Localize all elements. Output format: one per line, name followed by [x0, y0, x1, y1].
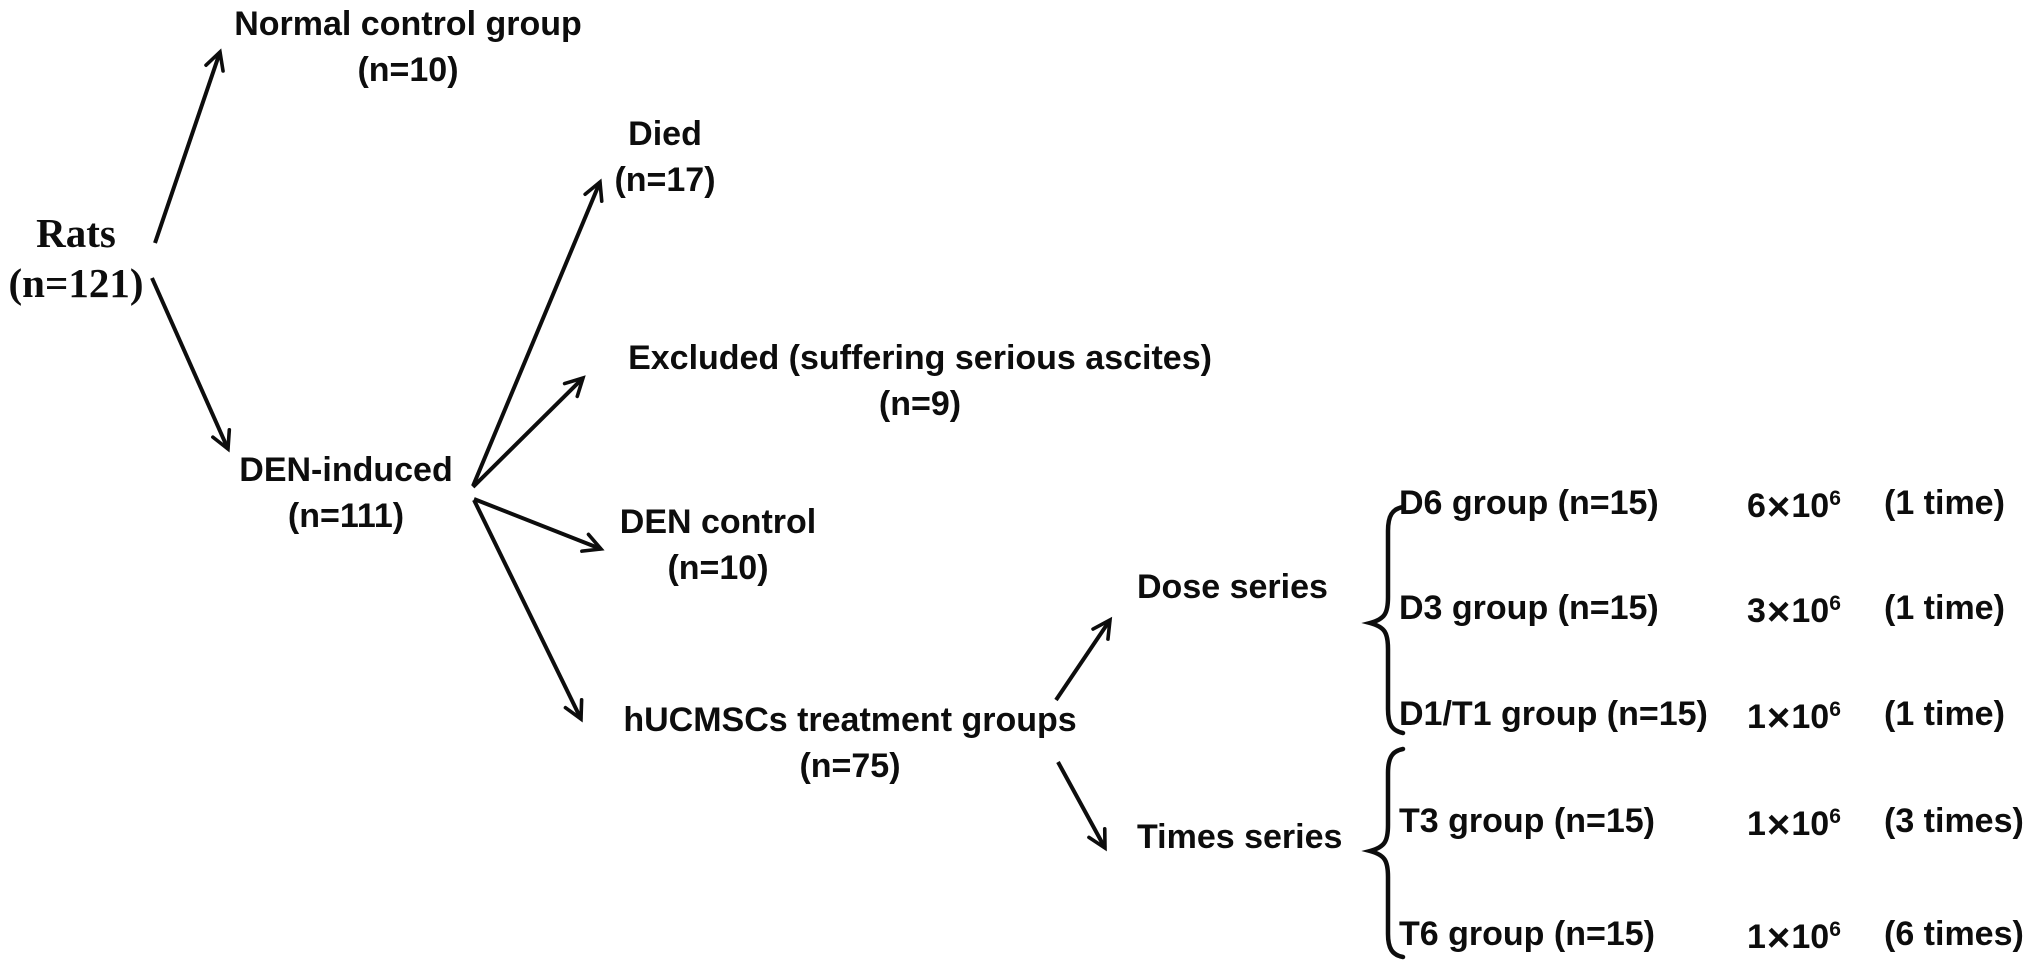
- group-label: D1/T1 group (n=15): [1399, 695, 1708, 733]
- dose-base: 10: [1791, 917, 1830, 956]
- dose-note: (1 time): [1884, 589, 2005, 627]
- dose-base: 10: [1791, 486, 1830, 525]
- dose-value: 6×106: [1747, 484, 1841, 530]
- arrow-hucmscs-to-times-series: [1056, 761, 1107, 852]
- dose-note: (1 time): [1884, 695, 2005, 733]
- node-den-control-title: DEN control: [619, 503, 817, 541]
- arrow-den-to-den-control: [473, 497, 605, 553]
- node-died-title: Died: [628, 115, 702, 153]
- arrow-hucmscs-to-dose-series: [1054, 616, 1113, 702]
- arrow-rats-to-den-induced: [150, 277, 232, 453]
- arrow-den-to-died: [471, 178, 604, 487]
- node-hucmscs-treatment-groups: hUCMSCs treatment groups (n=75): [623, 698, 1076, 789]
- dose-value: 1×106: [1747, 915, 1841, 961]
- node-excluded-title: Excluded (suffering serious ascites): [628, 339, 1212, 377]
- multiply-sign: ×: [1766, 802, 1791, 847]
- multiply-sign: ×: [1766, 589, 1791, 634]
- dose-exponent: 6: [1829, 805, 1841, 829]
- label-dose-series: Dose series: [1137, 568, 1328, 606]
- node-excluded-count: (n=9): [878, 384, 962, 423]
- label-times-series: Times series: [1137, 818, 1343, 856]
- dose-value: 3×106: [1747, 589, 1841, 635]
- dose-coefficient: 3: [1747, 591, 1766, 630]
- node-rats-count: (n=121): [8, 260, 144, 307]
- node-excluded: Excluded (suffering serious ascites) (n=…: [628, 336, 1212, 427]
- node-hucmscs-title: hUCMSCs treatment groups: [623, 701, 1077, 739]
- node-rats: Rats (n=121): [9, 208, 144, 308]
- node-den-induced-title: DEN-induced: [239, 451, 453, 489]
- node-hucmscs-count: (n=75): [799, 746, 901, 785]
- dose-value: 1×106: [1747, 695, 1841, 741]
- dose-exponent: 6: [1829, 918, 1841, 942]
- node-den-induced: DEN-induced (n=111): [239, 448, 452, 539]
- dose-exponent: 6: [1829, 698, 1841, 722]
- dose-value: 1×106: [1747, 802, 1841, 848]
- node-normal-control-title: Normal control group: [234, 5, 582, 43]
- arrow-den-to-excluded: [471, 375, 586, 489]
- times-series-brace: [1361, 746, 1406, 960]
- dose-base: 10: [1791, 804, 1830, 843]
- group-label: D6 group (n=15): [1399, 484, 1659, 522]
- dose-base: 10: [1791, 697, 1830, 736]
- group-label: T6 group (n=15): [1399, 915, 1655, 953]
- dose-coefficient: 1: [1747, 804, 1766, 843]
- dose-note: (1 time): [1884, 484, 2005, 522]
- multiply-sign: ×: [1766, 695, 1791, 740]
- dose-exponent: 6: [1829, 592, 1841, 616]
- node-died-count: (n=17): [614, 160, 716, 199]
- multiply-sign: ×: [1766, 484, 1791, 529]
- dose-exponent: 6: [1829, 487, 1841, 511]
- node-rats-title: Rats: [36, 210, 116, 256]
- node-den-control: DEN control (n=10): [620, 500, 816, 591]
- node-normal-control-group: Normal control group (n=10): [234, 2, 582, 93]
- node-den-control-count: (n=10): [667, 548, 769, 587]
- node-died: Died (n=17): [614, 112, 715, 203]
- group-label: D3 group (n=15): [1399, 589, 1659, 627]
- multiply-sign: ×: [1766, 915, 1791, 960]
- node-den-induced-count: (n=111): [287, 496, 405, 535]
- node-normal-control-count: (n=10): [357, 50, 459, 89]
- dose-note: (3 times): [1884, 802, 2024, 840]
- dose-base: 10: [1791, 591, 1830, 630]
- dose-coefficient: 1: [1747, 697, 1766, 736]
- dose-series-brace: [1361, 504, 1406, 736]
- dose-coefficient: 6: [1747, 486, 1766, 525]
- dose-note: (6 times): [1884, 915, 2024, 953]
- arrow-den-to-hucmscs: [472, 499, 584, 723]
- dose-coefficient: 1: [1747, 917, 1766, 956]
- arrow-rats-to-normal-control: [153, 48, 225, 244]
- group-label: T3 group (n=15): [1399, 802, 1655, 840]
